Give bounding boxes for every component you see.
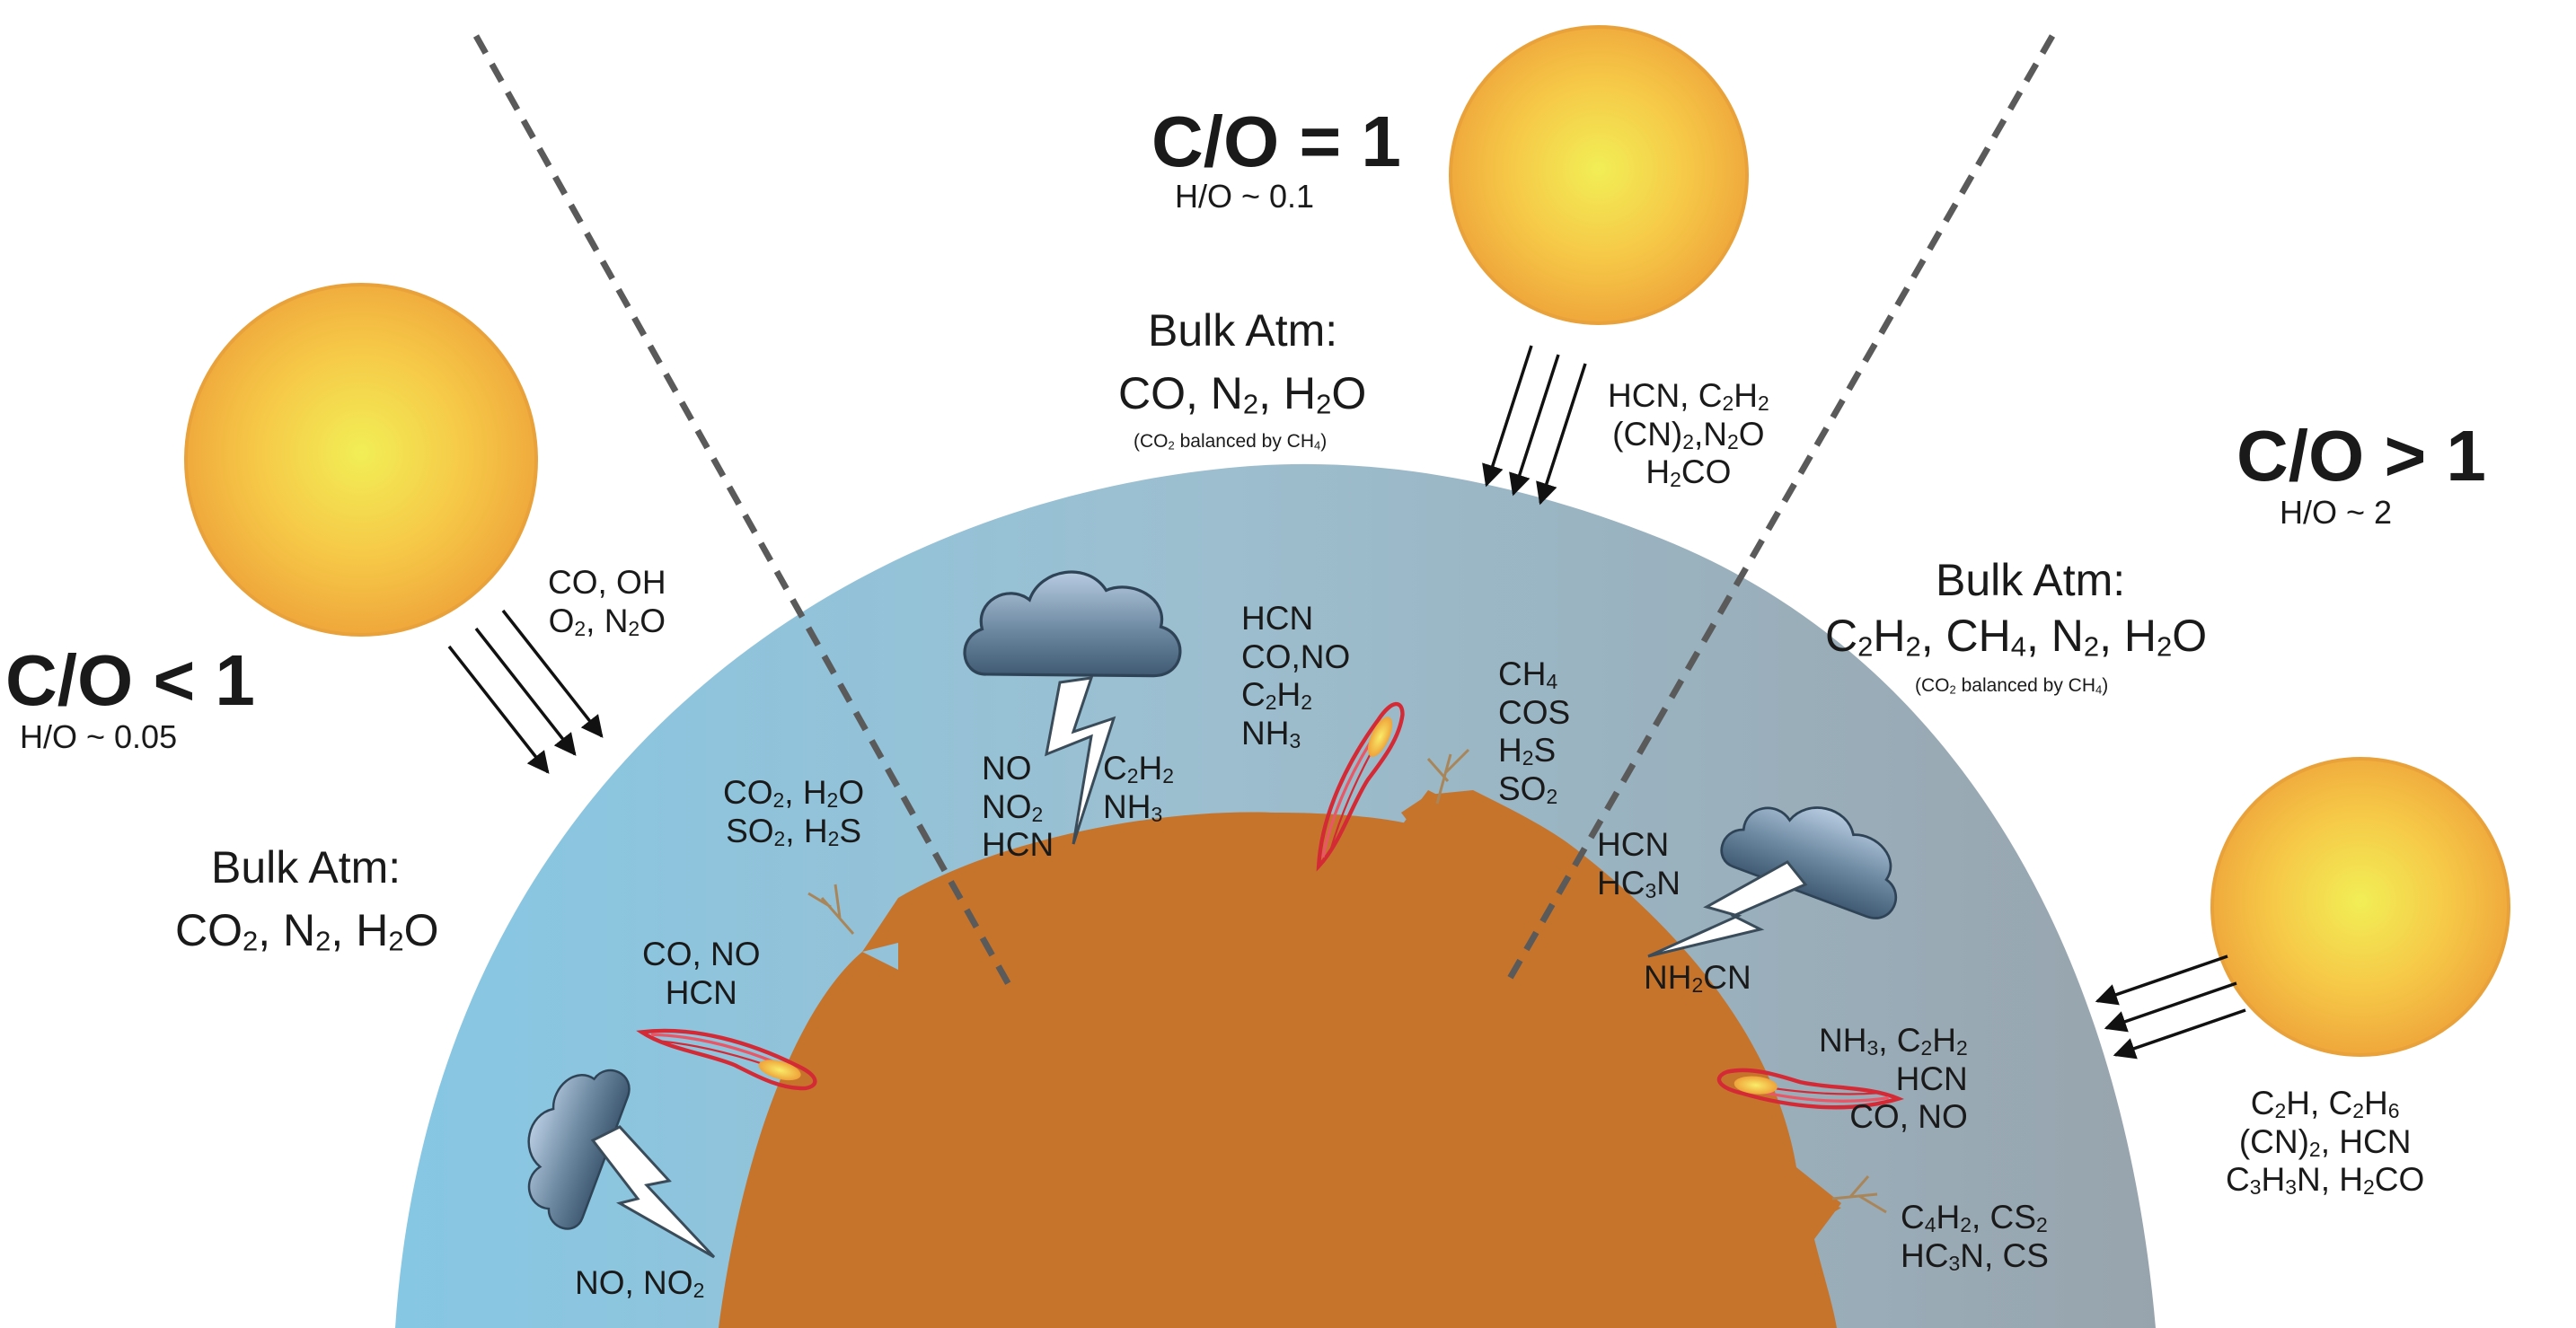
left-bulk-title: Bulk Atm: bbox=[211, 842, 401, 893]
middle-bulk-species: CO, N2, H2O bbox=[1118, 368, 1367, 420]
right-bulk-note: (CO2 balanced by CH4) bbox=[1915, 675, 2109, 697]
lightning-icon bbox=[1045, 676, 1116, 845]
volcano-icon bbox=[1401, 790, 1473, 826]
lightning-icon bbox=[1647, 860, 1808, 958]
middle-bulk-title: Bulk Atm: bbox=[1148, 305, 1338, 356]
right-bulk-title: Bulk Atm: bbox=[1936, 555, 2126, 605]
middle-h-ratio: H/O ~ 0.1 bbox=[1175, 178, 1315, 215]
divider-right bbox=[1501, 34, 2056, 989]
left-h-ratio: H/O ~ 0.05 bbox=[20, 718, 178, 755]
right-h-ratio: H/O ~ 2 bbox=[2280, 494, 2393, 531]
left-bulk-species: CO2, N2, H2O bbox=[175, 905, 439, 957]
middle-ratio: C/O = 1 bbox=[1151, 101, 1401, 181]
sun-icon bbox=[1449, 25, 1749, 325]
left-lightning-products: NO, NO2 bbox=[575, 1264, 705, 1303]
lightning-icon bbox=[590, 1125, 716, 1259]
right-lightning-products-extra: NH2CN bbox=[1644, 959, 1751, 998]
volcano-plume-icon bbox=[807, 748, 1887, 1214]
arrow-icon bbox=[447, 345, 2246, 1060]
divider-left bbox=[472, 34, 1014, 989]
middle-bulk-note: (CO2 balanced by CH4) bbox=[1134, 431, 1328, 453]
sun-icon bbox=[2210, 757, 2510, 1057]
right-ratio: C/O > 1 bbox=[2236, 416, 2486, 496]
volcano-icon bbox=[1787, 1194, 1841, 1235]
left-ratio: C/O < 1 bbox=[5, 640, 255, 720]
right-bulk-species: C2H2, CH4, N2, H2O bbox=[1825, 611, 2208, 663]
volcano-icon bbox=[862, 898, 952, 952]
sun-icon bbox=[184, 283, 538, 637]
planet-surface bbox=[719, 790, 1841, 1328]
